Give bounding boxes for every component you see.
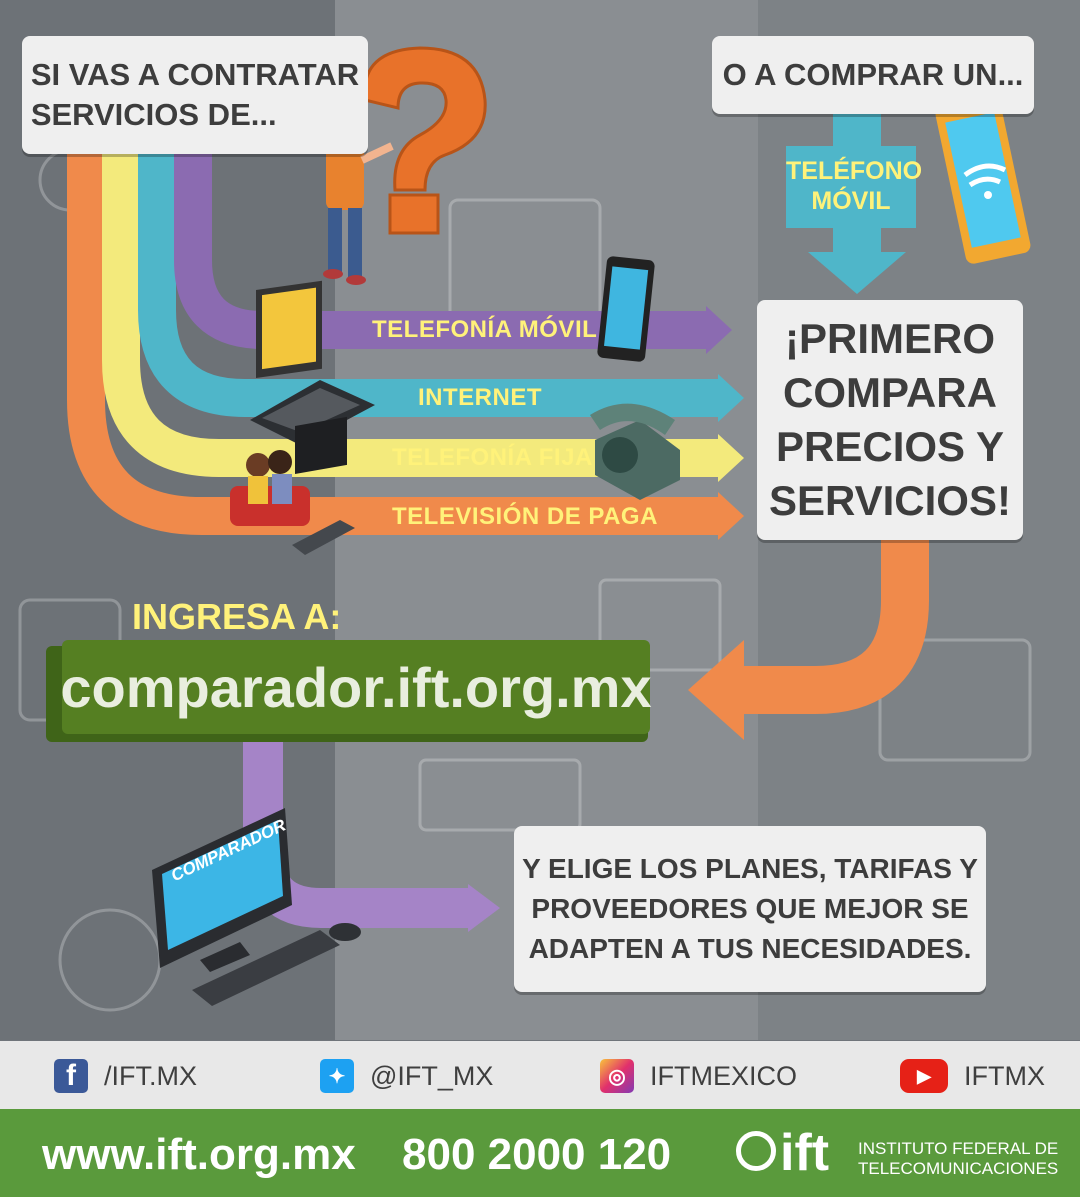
- banner-down-arrow: [243, 740, 470, 928]
- instagram-handle: IFTMEXICO: [650, 1060, 797, 1091]
- compare-box: ¡PRIMERO COMPARA PRECIOS Y SERVICIOS!: [757, 300, 1023, 540]
- band-label-tv: TELEVISIÓN DE PAGA: [392, 503, 658, 530]
- band-label-mobile: TELEFONÍA MÓVIL: [372, 316, 598, 343]
- ift-logo-text: ift: [780, 1124, 830, 1182]
- facebook-handle: /IFT.MX: [104, 1060, 197, 1091]
- youtube-link[interactable]: ▶ IFTMX: [900, 1059, 1045, 1093]
- landline-band: [102, 150, 720, 477]
- question-mark-icon: [363, 46, 487, 235]
- footer-phone[interactable]: 800 2000 120: [402, 1130, 672, 1179]
- landline-phone-icon: [590, 403, 680, 500]
- ift-org-name: INSTITUTO FEDERAL DE TELECOMUNICACIONES: [858, 1139, 1058, 1179]
- compare-line-4: SERVICIOS!: [769, 477, 1011, 524]
- facebook-link[interactable]: f /IFT.MX: [54, 1059, 197, 1093]
- url-banner-link[interactable]: comparador.ift.org.mx: [60, 640, 652, 734]
- band-label-internet: INTERNET: [418, 384, 542, 411]
- choose-line-3: ADAPTEN A TUS NECESIDADES.: [528, 933, 972, 964]
- twitter-handle: @IFT_MX: [370, 1060, 494, 1091]
- facebook-icon: f: [54, 1059, 88, 1093]
- tv-band-arrow: [718, 492, 744, 540]
- buy-box: O A COMPRAR UN...: [712, 36, 1034, 114]
- internet-band-arrow: [718, 374, 744, 422]
- banner-down-arrow-head: [468, 884, 500, 932]
- tv-viewers-illustration: [230, 416, 355, 555]
- band-label-landline: TELEFONÍA FIJA: [392, 444, 593, 471]
- tablet-icon: [597, 256, 655, 362]
- intro-line-1: SI VAS A CONTRATAR: [30, 57, 360, 92]
- ingresa-label: INGRESA A:: [132, 596, 342, 637]
- landline-band-arrow: [718, 434, 744, 482]
- youtube-handle: IFTMX: [964, 1060, 1045, 1091]
- phone-label-background: [786, 146, 916, 228]
- ift-org-line-2: TELECOMUNICACIONES: [858, 1159, 1059, 1178]
- footer-bar: www.ift.org.mx 800 2000 120 ift INSTITUT…: [0, 1109, 1080, 1197]
- youtube-icon: ▶: [900, 1059, 948, 1093]
- mobile-phone-label-line-2: MÓVIL: [811, 187, 891, 215]
- compare-line-1: ¡PRIMERO: [784, 315, 995, 362]
- buy-box-text: O A COMPRAR UN...: [722, 57, 1024, 92]
- phone-down-arrow-head: [808, 252, 906, 294]
- choose-line-1: Y ELIGE LOS PLANES, TARIFAS Y: [522, 853, 978, 884]
- illustration-layer: [18, 46, 1032, 1012]
- instagram-icon: ◎: [600, 1059, 634, 1093]
- compare-curve-arrow-head: [688, 640, 744, 740]
- compare-line-2: COMPARA: [783, 369, 997, 416]
- ift-org-line-1: INSTITUTO FEDERAL DE: [858, 1139, 1059, 1158]
- choose-box: Y ELIGE LOS PLANES, TARIFAS Y PROVEEDORE…: [514, 826, 986, 992]
- mobile-band: [174, 150, 708, 349]
- desktop-computer-icon: [152, 808, 361, 1006]
- twitter-icon: ✦: [320, 1059, 354, 1093]
- choose-line-2: PROVEEDORES QUE MEJOR SE: [531, 893, 969, 924]
- intro-box: SI VAS A CONTRATAR SERVICIOS DE...: [22, 36, 368, 154]
- intro-line-2: SERVICIOS DE...: [30, 97, 277, 132]
- mobile-phone-label-line-1: TELÉFONO: [786, 157, 923, 185]
- laptop-icon: [250, 280, 375, 445]
- mobile-band-arrow: [706, 306, 732, 354]
- instagram-link[interactable]: ◎ IFTMEXICO: [600, 1059, 797, 1093]
- footer-website[interactable]: www.ift.org.mx: [42, 1130, 356, 1179]
- twitter-link[interactable]: ✦ @IFT_MX: [320, 1059, 493, 1093]
- ift-logo-icon: [736, 1131, 776, 1171]
- smartphone-icon: [935, 96, 1031, 264]
- internet-band: [138, 150, 720, 417]
- compare-line-3: PRECIOS Y: [776, 423, 1004, 470]
- compare-curve-arrow: [740, 540, 929, 714]
- tv-band: [67, 150, 720, 535]
- mobile-phone-label: TELÉFONO MÓVIL: [786, 156, 923, 216]
- social-bar: f /IFT.MX ✦ @IFT_MX ◎ IFTMEXICO ▶ IFTMX: [0, 1041, 1080, 1109]
